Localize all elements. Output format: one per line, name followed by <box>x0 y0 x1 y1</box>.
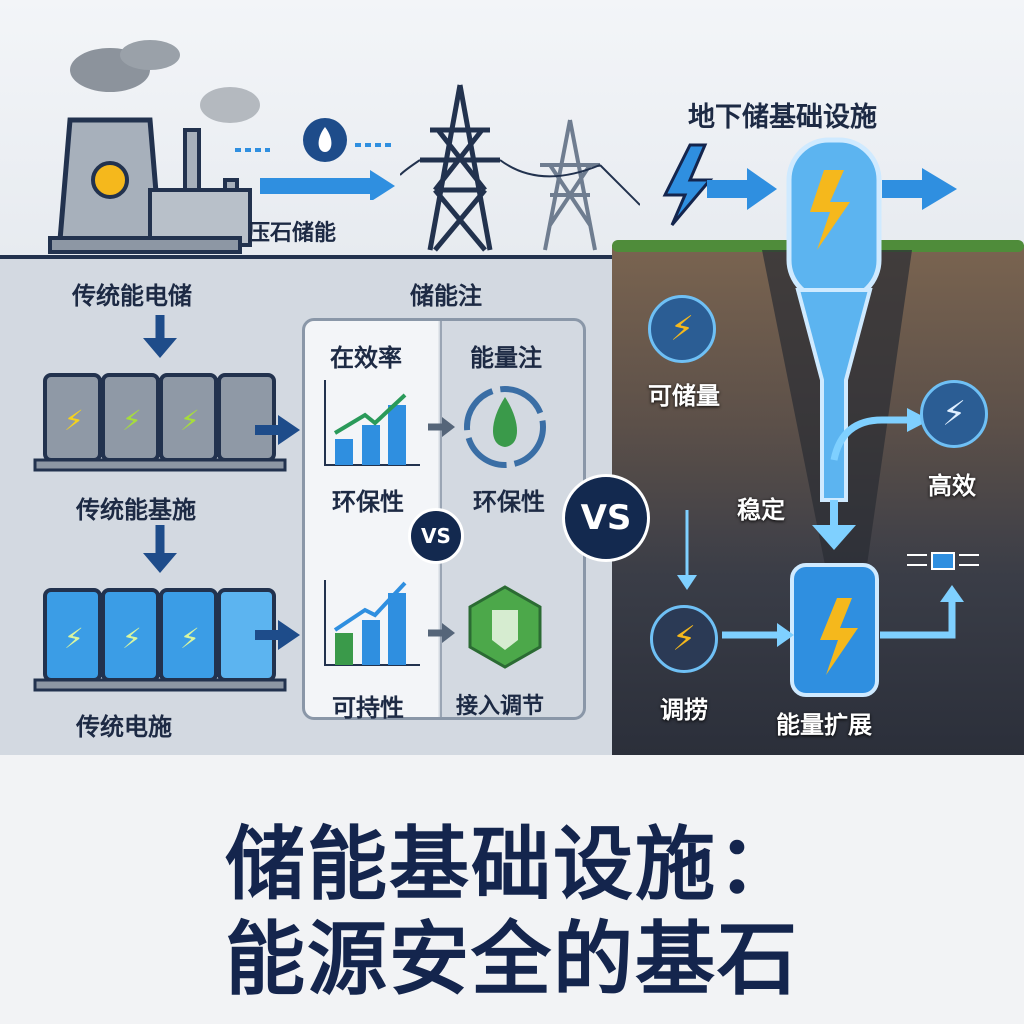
title-area <box>0 755 1024 1024</box>
svg-text:⚡: ⚡ <box>122 622 142 655</box>
svg-text:⚡: ⚡ <box>122 404 142 437</box>
col2-header: 能量注 <box>470 344 542 372</box>
bolt-icon: ⚡ <box>648 295 716 363</box>
expand-label: 能量扩展 <box>776 711 872 739</box>
battery-rack-traditional: ⚡ ⚡ ⚡ <box>33 373 287 472</box>
row1-col1-label: 环保性 <box>332 488 404 516</box>
row2-col1-label: 可持性 <box>332 694 404 722</box>
row1-col2-label: 环保性 <box>473 488 545 516</box>
power-plant-icon <box>48 40 260 254</box>
injection-label: 储能注 <box>410 282 482 310</box>
regulate-bolt-icon: ⚡ <box>650 605 718 673</box>
sustainability-bar-chart <box>324 580 420 666</box>
row2-col2-label: 接入调节 <box>456 694 545 719</box>
stable-label: 稳定 <box>737 496 785 524</box>
eco-droplet-icon <box>464 386 546 468</box>
regulate-label: 调捞 <box>660 696 708 724</box>
underground-heading: 地下储基础设施 <box>688 102 877 133</box>
battery-stacks: ⚡ ⚡ ⚡ ⚡ ⚡ ⚡ <box>33 315 300 692</box>
flow-arrow-icon <box>235 118 395 200</box>
main-title-line-1: 储能基础设施： <box>225 818 799 911</box>
svg-text:⚡: ⚡ <box>180 622 200 655</box>
main-title-line-2: 能源安全的基石 <box>225 913 799 1006</box>
shield-hexagon-icon <box>468 585 542 669</box>
traditional-storage-label: 传统能电储 <box>72 282 192 310</box>
battery-group-1-label: 传统能基施 <box>76 496 196 524</box>
underground-storage-diagram <box>677 137 979 697</box>
battery-group-2-label: 传统电施 <box>76 713 172 741</box>
col1-header: 在效率 <box>330 344 402 372</box>
transmission-tower-icon <box>400 84 640 252</box>
efficiency-bar-chart <box>324 380 420 466</box>
svg-text:⚡: ⚡ <box>180 404 200 437</box>
comparison-charts <box>324 380 546 669</box>
arrow-label: 压石储能 <box>248 221 337 246</box>
vs-badge-large: VS <box>562 474 650 562</box>
svg-text:⚡: ⚡ <box>64 404 84 437</box>
battery-rack-electric: ⚡ ⚡ ⚡ <box>33 588 287 692</box>
storable-label: 可储量 <box>648 382 720 410</box>
vs-badge-small: VS <box>408 508 464 564</box>
svg-text:⚡: ⚡ <box>64 622 84 655</box>
efficiency-bolt-icon: ⚡ <box>920 380 988 448</box>
efficient-label: 高效 <box>928 472 976 500</box>
